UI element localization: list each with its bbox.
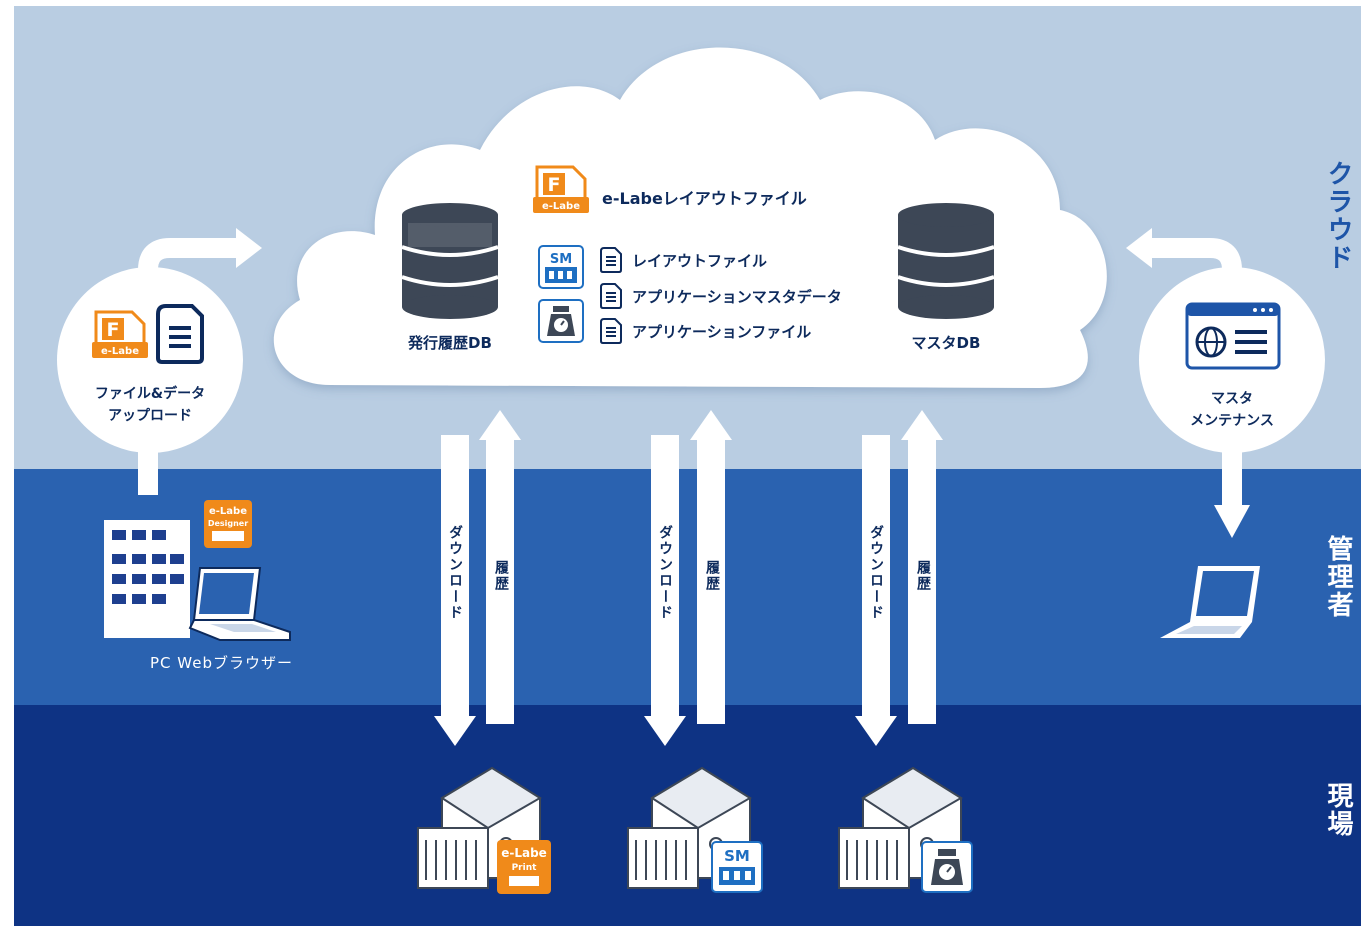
designer-badge-icon: e-Labe Designer bbox=[204, 500, 252, 548]
elabe-file-icon: F e-Labe bbox=[533, 165, 589, 213]
sm-store-badge-icon: SM bbox=[711, 841, 763, 893]
cloud-item-label: レイアウトファイル bbox=[632, 251, 768, 270]
laptop-icon-right bbox=[1160, 566, 1260, 638]
scale-icon bbox=[538, 299, 584, 343]
zone-label-site: 現場 bbox=[1323, 782, 1353, 838]
browser-window-icon bbox=[1185, 302, 1281, 370]
designer-badge-line1: e-Labe bbox=[209, 506, 247, 517]
zone-label-cloud: クラウド bbox=[1323, 160, 1353, 272]
upload-label-line1: ファイル&データ bbox=[94, 386, 206, 402]
print-badge-icon: e-Labe Print bbox=[497, 840, 551, 894]
laptop-icon-left bbox=[188, 567, 291, 641]
cloud-item-row: レイアウトファイル bbox=[600, 247, 767, 273]
zone-label-admin: 管理者 bbox=[1323, 535, 1353, 619]
designer-badge-line2: Designer bbox=[208, 519, 248, 528]
elabe-badge-text: e-Labe bbox=[542, 201, 580, 212]
layout-file-title: e-Labeレイアウトファイル bbox=[602, 189, 807, 208]
upload-document-icon bbox=[156, 304, 204, 364]
history-label: 履歴 bbox=[493, 560, 509, 592]
svg-text:F: F bbox=[107, 319, 120, 341]
cloud-item-row: アプリケーションファイル bbox=[600, 318, 811, 344]
db-left-icon bbox=[401, 203, 499, 319]
print-badge-line1: e-Labe bbox=[501, 846, 547, 860]
db-left-label: 発行履歴DB bbox=[408, 334, 492, 352]
db-right-label: マスタDB bbox=[911, 334, 981, 352]
db-right-icon bbox=[897, 203, 995, 319]
browser-label: PC Webブラウザー bbox=[150, 654, 293, 672]
elabe-letter: F bbox=[548, 174, 561, 196]
sm-store-icon: SM bbox=[538, 245, 584, 289]
upload-elabe-icon: F e-Labe bbox=[92, 310, 148, 358]
document-icon bbox=[600, 247, 622, 273]
download-label: ダウンロード bbox=[868, 525, 884, 621]
download-label: ダウンロード bbox=[657, 525, 673, 621]
office-building-icon bbox=[104, 520, 190, 638]
history-label: 履歴 bbox=[704, 560, 720, 592]
svg-text:SM: SM bbox=[724, 847, 750, 865]
upload-circle bbox=[57, 267, 243, 453]
arrow-pairs bbox=[434, 410, 943, 746]
maintenance-label-line1: マスタ bbox=[1211, 391, 1253, 407]
document-icon bbox=[600, 318, 622, 344]
cloud-item-label: アプリケーションマスタデータ bbox=[632, 287, 842, 306]
download-label: ダウンロード bbox=[447, 525, 463, 621]
cloud-item-label: アプリケーションファイル bbox=[632, 322, 812, 341]
document-icon bbox=[600, 283, 622, 309]
print-badge-line2: Print bbox=[512, 863, 538, 873]
scale-badge-icon bbox=[921, 841, 973, 893]
upload-label-line2: アップロード bbox=[108, 408, 192, 424]
maintenance-label-line2: メンテナンス bbox=[1190, 413, 1274, 429]
history-label: 履歴 bbox=[915, 560, 931, 592]
svg-text:e-Labe: e-Labe bbox=[101, 346, 139, 357]
cloud-item-row: アプリケーションマスタデータ bbox=[600, 283, 842, 309]
sm-badge-text: SM bbox=[550, 252, 572, 267]
